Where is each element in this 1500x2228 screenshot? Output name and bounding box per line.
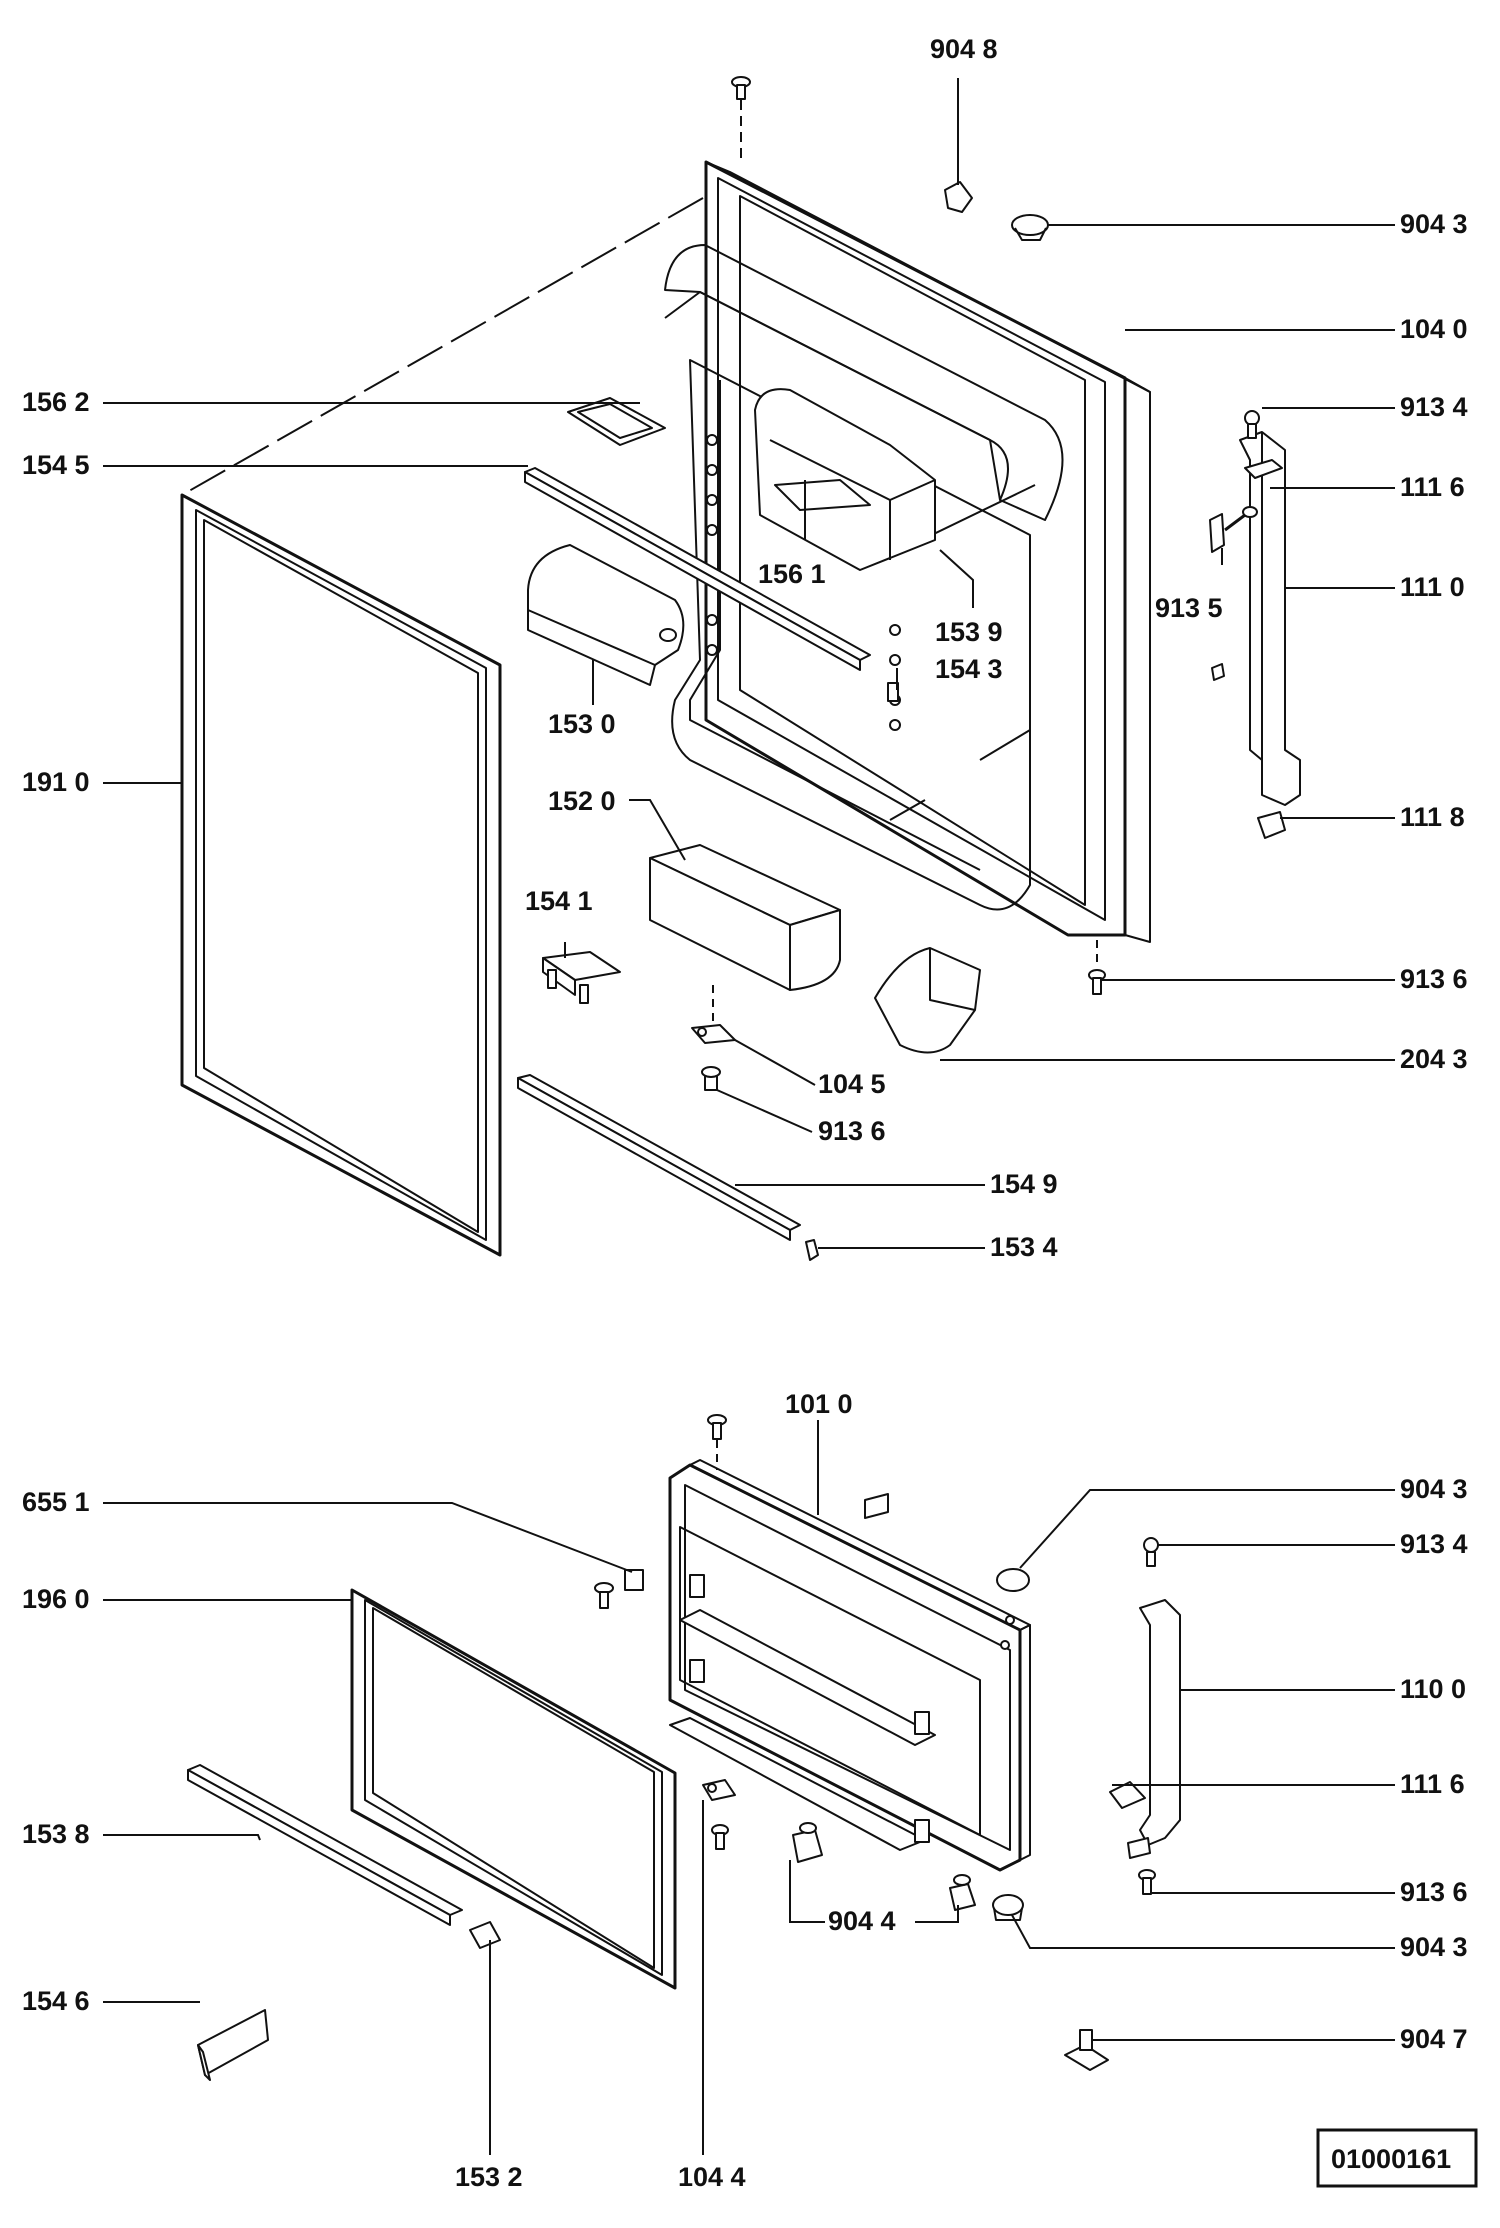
label-204-3: 204 3 — [1400, 1044, 1468, 1074]
label-156-2: 156 2 — [22, 387, 90, 417]
label-152-0: 152 0 — [548, 786, 616, 816]
end-clip-lower — [469, 1921, 501, 1949]
label-111-6-a: 111 6 — [1400, 472, 1465, 502]
screw — [701, 1066, 721, 1091]
feet — [792, 1822, 976, 1911]
label-153-9: 153 9 — [935, 617, 1003, 647]
label-153-8: 153 8 — [22, 1819, 90, 1849]
label-153-0: 153 0 — [548, 709, 616, 739]
label-156-1: 156 1 — [758, 559, 826, 589]
label-154-3: 154 3 — [935, 654, 1003, 684]
screw-right — [1088, 940, 1106, 995]
door-shell-lower — [668, 1459, 1031, 1872]
door-stop — [887, 682, 899, 702]
label-904-7: 904 7 — [1400, 2024, 1468, 2054]
hinge-pin-top — [731, 76, 751, 160]
label-913-6-b: 913 6 — [818, 1116, 886, 1146]
screw-lower-right — [1138, 1869, 1156, 1895]
label-904-4: 904 4 — [828, 1906, 896, 1936]
cap-bottom — [992, 1894, 1024, 1921]
clip — [542, 951, 621, 1004]
label-153-2: 153 2 — [455, 2162, 523, 2192]
door-shell-upper — [664, 160, 1151, 943]
pad — [567, 397, 666, 446]
label-913-6-a: 913 6 — [1400, 964, 1468, 994]
label-191-0: 191 0 — [22, 767, 90, 797]
tab — [864, 1493, 889, 1519]
handle-lower — [1109, 1537, 1181, 1859]
label-913-4-a: 913 4 — [1400, 392, 1468, 422]
lock-part — [594, 1569, 644, 1609]
cap-lower — [996, 1568, 1030, 1592]
screw-top-lower — [707, 1414, 727, 1470]
cap — [1011, 214, 1049, 241]
label-104-5: 104 5 — [818, 1069, 886, 1099]
label-904-3-b: 904 3 — [1400, 1474, 1468, 1504]
label-913-5: 913 5 — [1155, 593, 1223, 623]
bottle-shelf — [649, 844, 841, 991]
label-101-0: 101 0 — [785, 1389, 853, 1419]
reference-box: 01000161 — [1316, 2128, 1478, 2188]
leader-lines — [103, 78, 1395, 2155]
stopper — [1064, 2029, 1109, 2071]
label-154-6: 154 6 — [22, 1986, 90, 2016]
label-111-6-b: 111 6 — [1400, 1769, 1465, 1799]
label-111-0: 111 0 — [1400, 572, 1465, 602]
small-cover — [197, 2009, 269, 2081]
cover — [874, 947, 981, 1054]
label-196-0: 196 0 — [22, 1584, 90, 1614]
label-104-4: 104 4 — [678, 2162, 746, 2192]
hinge-lower — [702, 1779, 736, 1850]
assembly-guide-line — [181, 197, 704, 496]
screw-handle — [1209, 506, 1258, 681]
label-913-4-b: 913 4 — [1400, 1529, 1468, 1559]
label-154-1: 154 1 — [525, 886, 593, 916]
handle-upper — [1239, 410, 1301, 839]
label-913-6-c: 913 6 — [1400, 1877, 1468, 1907]
door-gasket-upper — [180, 493, 502, 1257]
plug — [944, 181, 973, 213]
butter-compartment — [754, 388, 936, 571]
label-104-0: 104 0 — [1400, 314, 1468, 344]
label-111-8: 111 8 — [1400, 802, 1465, 832]
seal-strip-lower — [187, 1764, 463, 1926]
seal-strip-upper — [517, 1074, 801, 1241]
label-110-0: 110 0 — [1400, 1674, 1466, 1704]
label-904-3-c: 904 3 — [1400, 1932, 1468, 1962]
label-904-8-top: 904 8 — [930, 34, 998, 64]
end-clip-upper — [805, 1239, 819, 1261]
reference-number: 01000161 — [1331, 2144, 1451, 2174]
label-904-3-a: 904 3 — [1400, 209, 1468, 239]
label-154-5: 154 5 — [22, 450, 90, 480]
label-153-4: 153 4 — [990, 1232, 1058, 1262]
shelf-bar-upper — [524, 467, 871, 671]
hinge-lower-upper — [691, 985, 736, 1044]
label-154-9: 154 9 — [990, 1169, 1058, 1199]
door-gasket-lower — [350, 1588, 677, 1990]
label-655-1: 655 1 — [22, 1487, 90, 1517]
compartment-flap — [527, 544, 685, 686]
